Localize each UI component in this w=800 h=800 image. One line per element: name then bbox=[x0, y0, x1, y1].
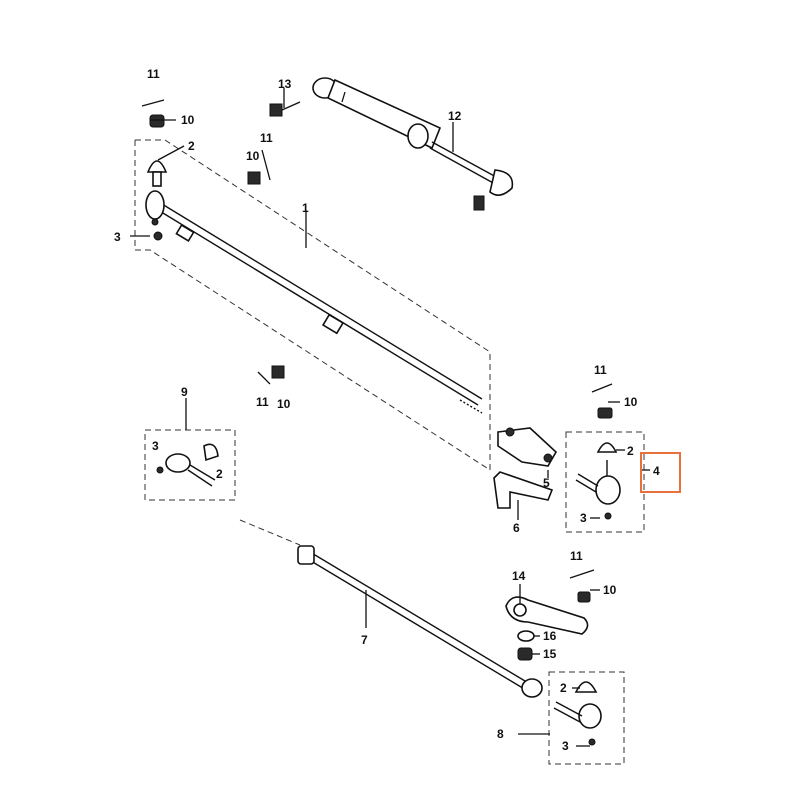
drag-link bbox=[297, 545, 543, 698]
tie-rod-assembly bbox=[145, 190, 483, 414]
callout-5: 5 bbox=[543, 476, 550, 490]
callout-3: 3 bbox=[152, 439, 159, 453]
callout-11: 11 bbox=[147, 67, 160, 81]
callout-6: 6 bbox=[513, 521, 520, 535]
callout-10: 10 bbox=[624, 395, 638, 409]
callout-numbers: 11 10 2 3 1 13 11 10 12 11 10 9 3 2 5 6 … bbox=[114, 67, 660, 753]
callout-8: 8 bbox=[497, 727, 504, 741]
steering-damper bbox=[312, 77, 514, 211]
callout-4-highlight-box bbox=[640, 452, 681, 493]
upper-left-ball-joint bbox=[141, 99, 168, 241]
callout-9: 9 bbox=[181, 385, 188, 399]
clamp-assembly bbox=[493, 427, 558, 509]
callout-2: 2 bbox=[627, 444, 634, 458]
leader-lines bbox=[130, 88, 650, 747]
callout-10: 10 bbox=[603, 583, 617, 597]
callout-3: 3 bbox=[580, 511, 587, 525]
center-fasteners bbox=[257, 365, 285, 385]
callout-12: 12 bbox=[448, 109, 462, 123]
callout-15: 15 bbox=[543, 647, 557, 661]
callout-13: 13 bbox=[278, 77, 292, 91]
callout-4: 4 bbox=[653, 464, 660, 478]
right-tie-rod-end bbox=[575, 383, 621, 520]
callout-11: 11 bbox=[594, 363, 607, 377]
callout-11: 11 bbox=[260, 131, 273, 145]
callout-10: 10 bbox=[246, 149, 260, 163]
damper-bolt bbox=[247, 101, 301, 185]
assembly-outlines bbox=[134, 139, 645, 765]
callout-2: 2 bbox=[216, 467, 223, 481]
callout-2: 2 bbox=[560, 681, 567, 695]
pitman-arm bbox=[505, 569, 595, 661]
callout-2: 2 bbox=[188, 139, 195, 153]
callout-3: 3 bbox=[562, 739, 569, 753]
callout-3: 3 bbox=[114, 230, 121, 244]
callout-10: 10 bbox=[181, 113, 195, 127]
callout-1: 1 bbox=[302, 201, 309, 215]
left-tie-rod-end bbox=[156, 443, 219, 487]
callout-10: 10 bbox=[277, 397, 291, 411]
lower-tie-rod-end bbox=[553, 681, 602, 746]
callout-16: 16 bbox=[543, 629, 557, 643]
callout-14: 14 bbox=[512, 569, 526, 583]
callout-11: 11 bbox=[570, 549, 583, 563]
callout-7: 7 bbox=[361, 633, 368, 647]
callout-11: 11 bbox=[256, 395, 269, 409]
